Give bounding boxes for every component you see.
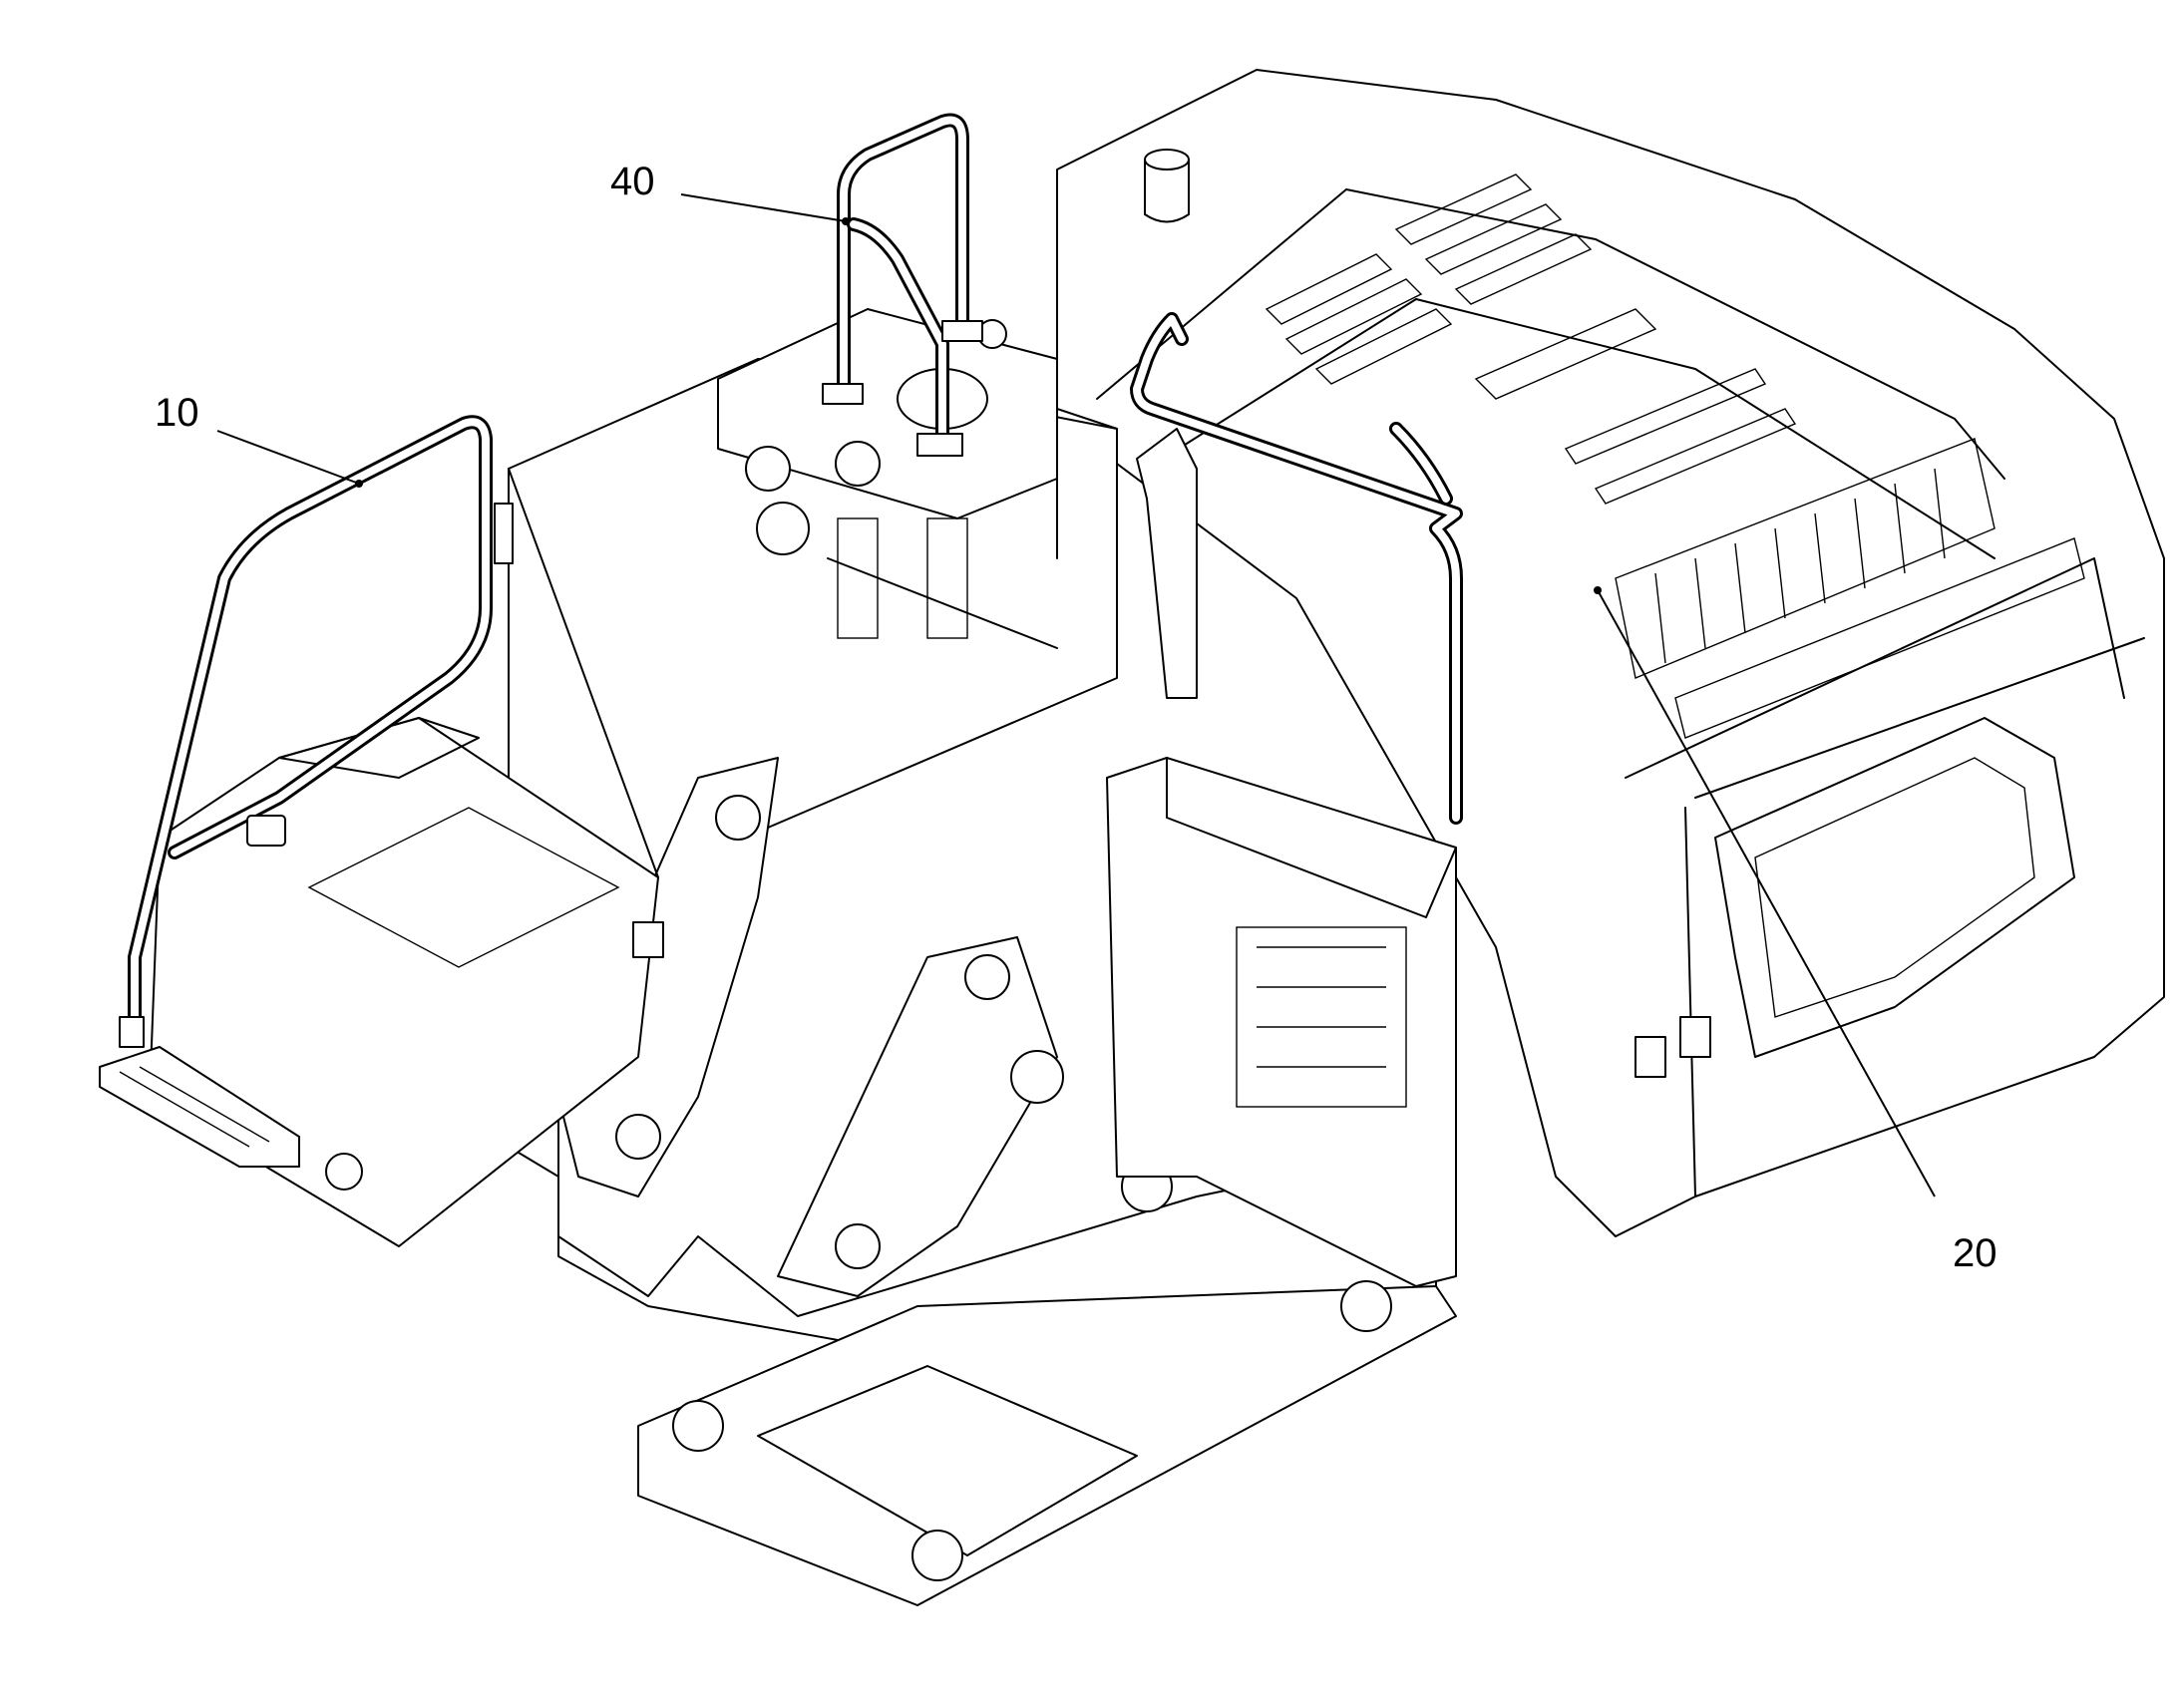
exhaust-stack xyxy=(1144,149,1190,223)
callout-labels: 10 40 20 xyxy=(155,160,1998,1275)
leader-20-dot xyxy=(1594,586,1602,594)
tank-top-plate xyxy=(717,308,1058,555)
left-step-box xyxy=(99,468,664,1247)
leader-40-dot xyxy=(842,217,850,225)
counterweight-tray xyxy=(637,1161,1457,1606)
callout-20: 20 xyxy=(1953,1231,1998,1275)
side-door-panel xyxy=(1635,717,2075,1078)
callout-40: 40 xyxy=(610,160,655,203)
leader-10 xyxy=(216,430,360,485)
handrail-40 xyxy=(822,113,983,457)
handrail-20 xyxy=(1130,312,1463,825)
engine-hood xyxy=(1056,69,2165,1237)
leader-20 xyxy=(1597,589,1936,1197)
handrail-10 xyxy=(119,415,514,1048)
callout-10: 10 xyxy=(155,391,199,435)
callout-leaders xyxy=(216,193,1936,1197)
engine-cover-louvers xyxy=(1265,173,1797,505)
electrical-compartment xyxy=(1106,757,1457,1287)
radiator-grille xyxy=(1615,438,2085,739)
boom-mount-brackets xyxy=(557,757,1064,1297)
leader-40 xyxy=(680,193,847,222)
leader-10-dot xyxy=(355,480,363,488)
